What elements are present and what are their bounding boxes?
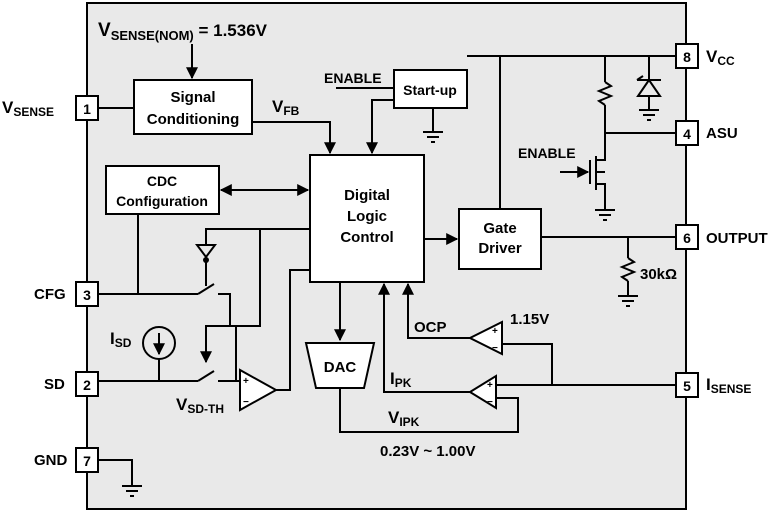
cfg-switch: [197, 283, 215, 295]
vipk-wire: [339, 388, 519, 433]
pin-5-number: 5: [683, 378, 691, 394]
pin-4-box: [675, 120, 699, 146]
asu-resistor: [596, 81, 614, 106]
ocp-ref-label: 1.15V: [510, 311, 549, 328]
pin-6-box: [675, 224, 699, 250]
cdc-configuration-block: [105, 165, 220, 215]
pin-2-label: SD: [44, 376, 65, 393]
ocp-out: [402, 282, 470, 339]
sd-comparator-plus: +: [243, 376, 249, 387]
pin-7-number: 7: [83, 453, 91, 469]
cdc-label-1: CDC: [147, 173, 177, 189]
sd-comparator-minus: −: [243, 397, 249, 408]
pin-3-number: 3: [83, 287, 91, 303]
vsense-nom-label: VSENSE(NOM) = 1.536V: [98, 20, 268, 43]
pin-7-label: GND: [34, 452, 68, 469]
pin-6-label: OUTPUT: [706, 230, 768, 247]
vipk-label: VIPK: [388, 408, 420, 429]
digital-label-3: Control: [340, 229, 393, 246]
sd-switch-control: [200, 229, 261, 364]
pin-8-box: [675, 43, 699, 69]
enable-top-label: ENABLE: [324, 70, 382, 86]
pin-2-box: [75, 371, 99, 397]
ipk-comparator-minus: −: [487, 397, 493, 408]
gate-driver-label-1: Gate: [483, 220, 516, 237]
vfb-wire: [252, 121, 336, 155]
signal-conditioning-label-1: Signal: [170, 89, 215, 106]
pin-4-label: ASU: [706, 125, 738, 142]
chip-outline: [86, 2, 687, 510]
ipk-label: IPK: [390, 369, 412, 390]
startup-to-logic: [366, 99, 394, 155]
enable-right-label: ENABLE: [518, 145, 576, 161]
ipk-comparator: [468, 374, 497, 410]
pin-6-number: 6: [683, 230, 691, 246]
dac-label: DAC: [324, 359, 357, 376]
pin-8-label: VCC: [706, 47, 735, 68]
ocp-comparator-minus: −: [492, 343, 498, 354]
ocp-label: OCP: [414, 319, 447, 336]
pin-8-number: 8: [683, 49, 691, 65]
mosfet-source: [596, 183, 606, 210]
pin-1-number: 1: [83, 101, 91, 117]
ocp-comparator-plus: +: [492, 326, 498, 337]
range-label: 0.23V ~ 1.00V: [380, 443, 476, 460]
dac-block: [304, 342, 376, 389]
pin-5-label: ISENSE: [706, 375, 751, 396]
ipk-comparator-plus: +: [487, 380, 493, 391]
gnd-wire: [98, 459, 133, 486]
pin-3-label: CFG: [34, 286, 66, 303]
inverter-symbol: [195, 244, 217, 259]
isd-label: ISD: [110, 329, 132, 350]
sd-switch: [197, 370, 215, 382]
mosfet-drain: [596, 148, 606, 161]
sd-comparator: [239, 368, 279, 412]
resistor-value-label: 30kΩ: [640, 266, 677, 283]
startup-label: Start-up: [403, 82, 457, 98]
digital-logic-control-block: [309, 154, 425, 283]
gate-driver-label-2: Driver: [478, 240, 522, 257]
digital-label-2: Logic: [347, 208, 387, 225]
isense-to-ocp: [502, 343, 553, 385]
pin-5-box: [675, 372, 699, 398]
pin-1-label: VSENSE: [2, 98, 54, 119]
vsdth-label: VSD-TH: [176, 395, 224, 416]
digital-label-1: Digital: [344, 187, 390, 204]
inverter-bubble: [203, 257, 209, 263]
vfb-label: VFB: [272, 97, 300, 118]
ocp-comparator: [467, 320, 503, 356]
pin-4-number: 4: [683, 126, 691, 142]
signal-conditioning-label-2: Conditioning: [147, 111, 239, 128]
startup-block: [393, 69, 468, 109]
switch-control-wire: [205, 228, 310, 245]
cdc-label-2: Configuration: [116, 193, 208, 209]
pin-2-number: 2: [83, 377, 91, 393]
sd-comparator-out: [276, 269, 310, 391]
pulldown-resistor: [619, 257, 637, 282]
ipk-out: [378, 282, 470, 393]
gate-driver-block: [458, 208, 542, 270]
